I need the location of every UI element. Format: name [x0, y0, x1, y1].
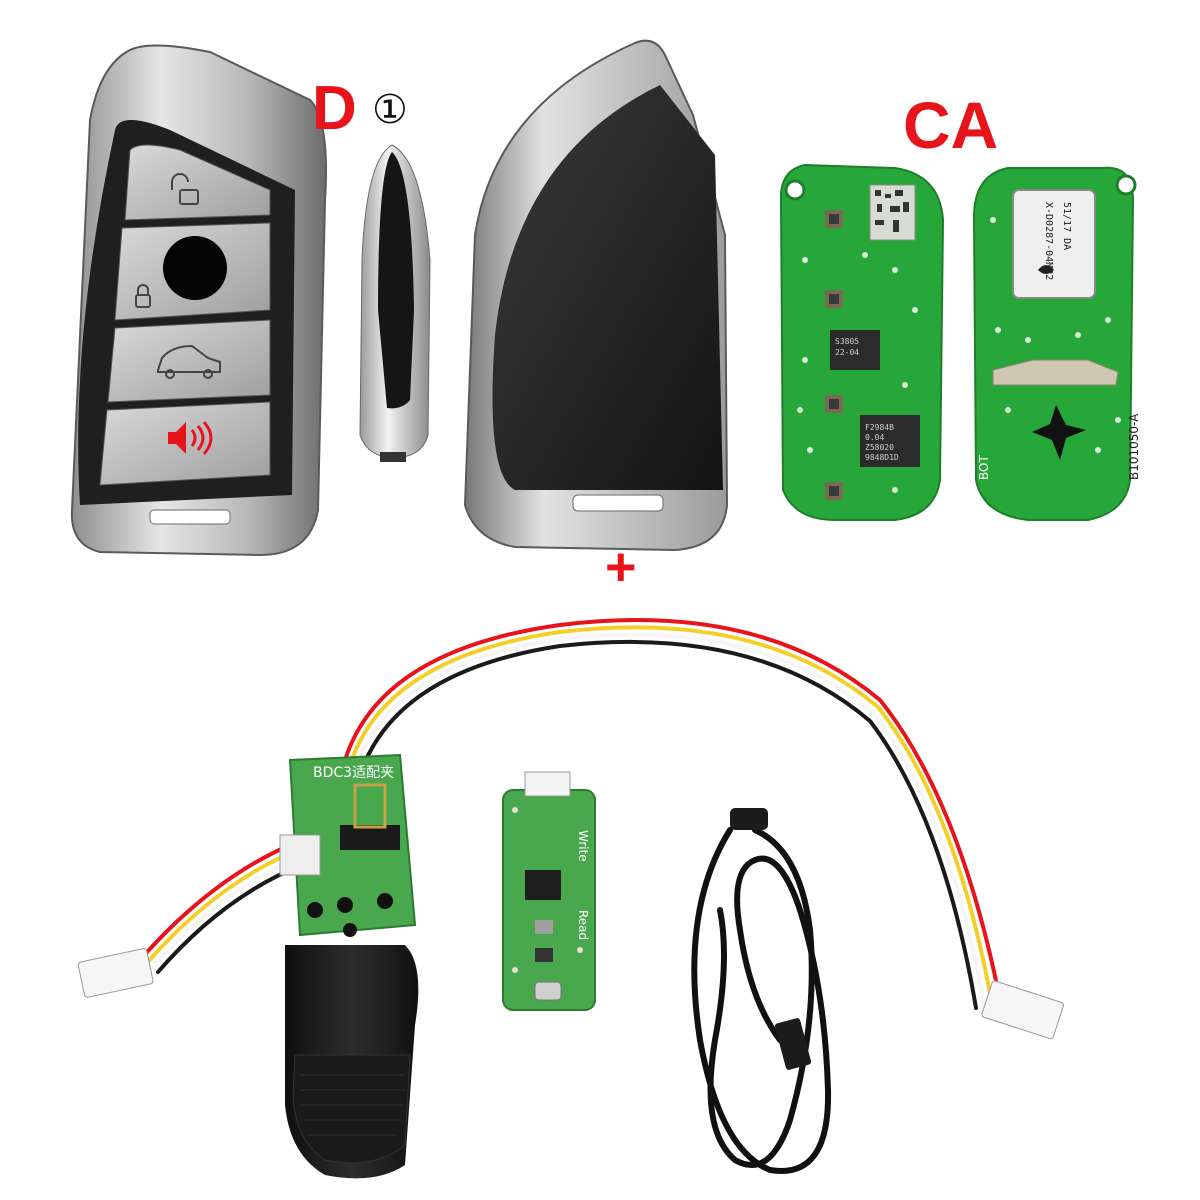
variant-number: ①	[372, 87, 408, 133]
left-jst-connector	[77, 948, 154, 998]
pcb-back: 51/17 DA X-D0287-04MR2 BOT B101050-A	[972, 166, 1141, 521]
logo-hole	[163, 236, 227, 300]
edge-silkscreen: B101050-A	[1127, 413, 1141, 480]
chip2-marking-line4: 9848D1D	[865, 453, 899, 462]
usb-cable	[691, 808, 832, 1174]
module-marking-line2: 51/17 DA	[1061, 202, 1072, 250]
chip2-marking-line2: 0.04	[865, 433, 884, 442]
unlock-icon	[171, 173, 199, 205]
read-label: Read	[576, 910, 590, 940]
bot-silkscreen: BOT	[977, 455, 991, 480]
adapter-title: BDC3适配夹	[313, 765, 394, 781]
qr-code	[875, 190, 909, 232]
chip1-marking-line2: 22-04	[835, 348, 859, 357]
chip2-marking: F2984B	[865, 423, 894, 432]
lock-icon	[135, 284, 151, 308]
bdc3-adapter-clip: BDC3适配夹	[279, 753, 419, 1179]
programmer-board: Write Read	[502, 771, 596, 1011]
emergency-key-blade	[359, 144, 431, 462]
variant-letter: D	[312, 74, 357, 143]
chip2-marking-line3: Z58020	[865, 443, 894, 452]
board-label: CA	[903, 88, 999, 162]
key-fob-back	[463, 39, 729, 552]
trunk-icon	[157, 344, 221, 379]
write-label: Write	[576, 830, 590, 862]
plus-sign: +	[605, 537, 637, 597]
usb-a-plug	[774, 1018, 812, 1070]
module-marking-line1: X-D0287-04MR2	[1043, 202, 1054, 280]
usb-c-plug	[730, 808, 768, 830]
key-fob-front	[70, 44, 327, 557]
pcb-front: S3805 22-04 F2984B 0.04 Z58020 9848D1D	[779, 163, 945, 521]
right-jst-connector	[981, 980, 1064, 1040]
panic-alarm-icon	[168, 421, 213, 455]
chip1-marking: S3805	[835, 337, 859, 346]
star-contact	[1032, 405, 1086, 460]
